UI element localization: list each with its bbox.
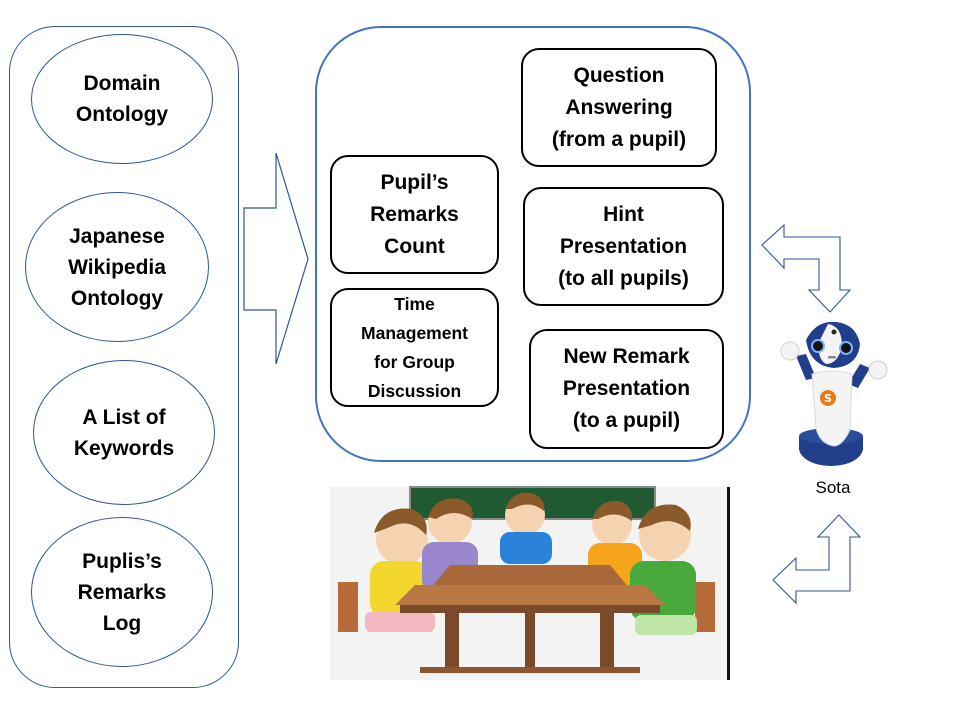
remarks-count-box: Pupil’s Remarks Count xyxy=(330,155,499,274)
question-answering-box: Question Answering (from a pupil) xyxy=(521,48,717,167)
box-label: Time Management for Group Discussion xyxy=(361,293,468,401)
keyword-list-node: A List of Keywords xyxy=(33,360,215,505)
node-label: Domain Ontology xyxy=(75,72,169,126)
time-management-box: Time Management for Group Discussion xyxy=(330,288,499,407)
svg-text:S: S xyxy=(824,392,832,405)
new-remark-presentation-box: New Remark Presentation (to a pupil) xyxy=(529,329,724,449)
knowledge-sources-panel xyxy=(9,26,239,688)
node-label: Japanese Wikipedia Ontology xyxy=(68,224,166,310)
hint-presentation-box: Hint Presentation (to all pupils) xyxy=(523,187,724,306)
domain-ontology-node: Domain Ontology xyxy=(31,34,213,164)
box-label: Question Answering (from a pupil) xyxy=(551,63,687,151)
node-label: A List of Keywords xyxy=(73,405,175,460)
sota-robot-image: S xyxy=(780,321,888,466)
box-label: Hint Presentation (to all pupils) xyxy=(558,202,689,290)
box-label: New Remark Presentation (to a pupil) xyxy=(562,345,691,432)
sota-label: Sota xyxy=(815,478,851,497)
group-discussion-illustration xyxy=(330,486,730,680)
box-label: Pupil’s Remarks Count xyxy=(370,170,459,258)
pupils-remarks-log-node: Puplis’s Remarks Log xyxy=(31,517,213,667)
robot-functions-panel xyxy=(315,26,751,462)
node-label: Puplis’s Remarks Log xyxy=(77,549,167,635)
japanese-wikipedia-ontology-node: Japanese Wikipedia Ontology xyxy=(25,192,209,342)
